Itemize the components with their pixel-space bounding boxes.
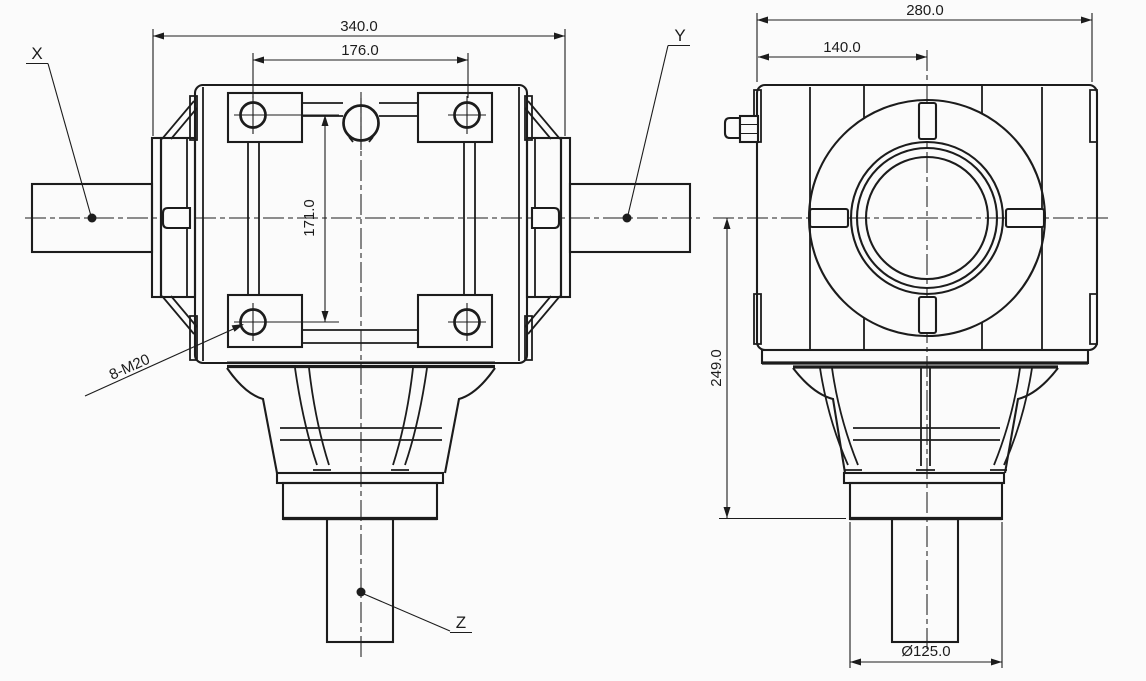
pad-connector-columns — [247, 142, 476, 295]
bolt-crosshairs — [234, 96, 486, 341]
side-pedestal — [760, 348, 1090, 644]
front-right-bearing-mount — [524, 100, 572, 335]
arrowhead — [321, 311, 329, 322]
dim-249-text: 249.0 — [708, 349, 725, 387]
flange-lug-top — [917, 101, 938, 141]
pad-connector-rows — [302, 102, 418, 344]
dim-280: 280.0 — [756, 2, 1093, 82]
front-left-mount-chamfers — [161, 100, 198, 335]
front-left-bearing-mount — [150, 100, 198, 335]
arrowhead — [757, 16, 768, 24]
front-pedestal-outer-edges — [226, 367, 496, 474]
label-x-shaft: X — [26, 44, 97, 223]
x-leader-dot — [87, 213, 97, 223]
arrowhead — [723, 507, 731, 518]
flange-bore — [864, 155, 990, 281]
flange-lug-left — [808, 207, 850, 229]
front-pedestal-cross-lines — [280, 427, 442, 441]
front-view — [25, 83, 700, 658]
x-shaft — [30, 182, 154, 254]
dim-171-text: 171.0 — [301, 199, 318, 237]
side-bottom-flange — [760, 348, 1090, 365]
callout-8-m20-text: 8-M20 — [107, 351, 153, 384]
z-shaft-label: Z — [456, 613, 466, 632]
z-leader-line — [363, 593, 451, 632]
label-y-shaft: Y — [622, 26, 690, 223]
arrowhead — [991, 658, 1002, 666]
side-neck-band — [842, 471, 1006, 485]
front-right-shaft-hub — [530, 206, 561, 230]
dim-176: 176.0 — [252, 42, 469, 98]
front-right-mount-chamfers — [524, 100, 561, 335]
arrowhead — [916, 53, 927, 61]
y-leader-line — [627, 45, 669, 216]
plug-hex-facets — [740, 123, 758, 135]
side-output-boss — [848, 481, 1004, 521]
dim-340-text: 340.0 — [340, 18, 378, 35]
dim-249: 249.0 — [708, 218, 846, 520]
side-bearing-flange — [807, 98, 1047, 338]
front-mounting-pads — [226, 91, 494, 349]
dim-171: 171.0 — [267, 114, 339, 323]
arrowhead — [723, 218, 731, 229]
breather-plug — [723, 114, 760, 144]
dim-340: 340.0 — [152, 18, 566, 136]
x-shaft-label: X — [31, 44, 42, 63]
front-oil-plug — [342, 98, 380, 150]
front-housing-inner-walls — [202, 87, 520, 361]
dim-176-text: 176.0 — [341, 42, 379, 59]
flange-ring-inner — [855, 146, 999, 290]
arrowhead — [321, 115, 329, 126]
arrowhead — [1081, 16, 1092, 24]
dim-280-text: 280.0 — [906, 2, 944, 19]
z-leader-dot — [356, 587, 366, 597]
side-corner-tabs — [753, 89, 1098, 345]
front-output-boss — [281, 481, 439, 521]
front-corner-tabs — [189, 95, 533, 361]
side-pedestal-outer-edges — [792, 367, 1059, 474]
side-view — [713, 50, 1112, 650]
flange-ring-outer — [849, 140, 1005, 296]
front-pedestal-ribs — [294, 367, 428, 471]
flange-lug-bottom — [917, 295, 938, 335]
y-shaft — [568, 182, 692, 254]
arrowhead — [231, 324, 244, 332]
bolt-holes — [234, 96, 486, 341]
dim-140-text: 140.0 — [823, 39, 861, 56]
front-neck-band — [275, 471, 445, 485]
side-pedestal-ribs — [819, 367, 1033, 471]
arrowhead — [253, 56, 264, 64]
label-z-shaft: Z — [356, 587, 472, 634]
y-leader-dot — [622, 213, 632, 223]
arrowhead — [153, 32, 164, 40]
y-shaft-label: Y — [674, 26, 685, 45]
callout-8-m20: 8-M20 — [84, 324, 244, 397]
dim-140: 140.0 — [758, 39, 927, 61]
dim-125: Ø125.0 — [849, 522, 1003, 668]
side-z-shaft — [890, 517, 960, 644]
dim-125-text: Ø125.0 — [901, 643, 950, 660]
arrowhead — [850, 658, 861, 666]
arrowhead — [457, 56, 468, 64]
z-shaft — [325, 517, 395, 644]
x-leader-line — [47, 63, 92, 217]
front-pedestal — [226, 361, 496, 521]
arrowhead — [758, 53, 769, 61]
oil-plug-notches — [348, 136, 374, 143]
side-pedestal-cross-lines — [853, 427, 1000, 441]
front-left-shaft-hub — [161, 206, 192, 230]
arrowhead — [554, 32, 565, 40]
flange-lug-right — [1004, 207, 1046, 229]
